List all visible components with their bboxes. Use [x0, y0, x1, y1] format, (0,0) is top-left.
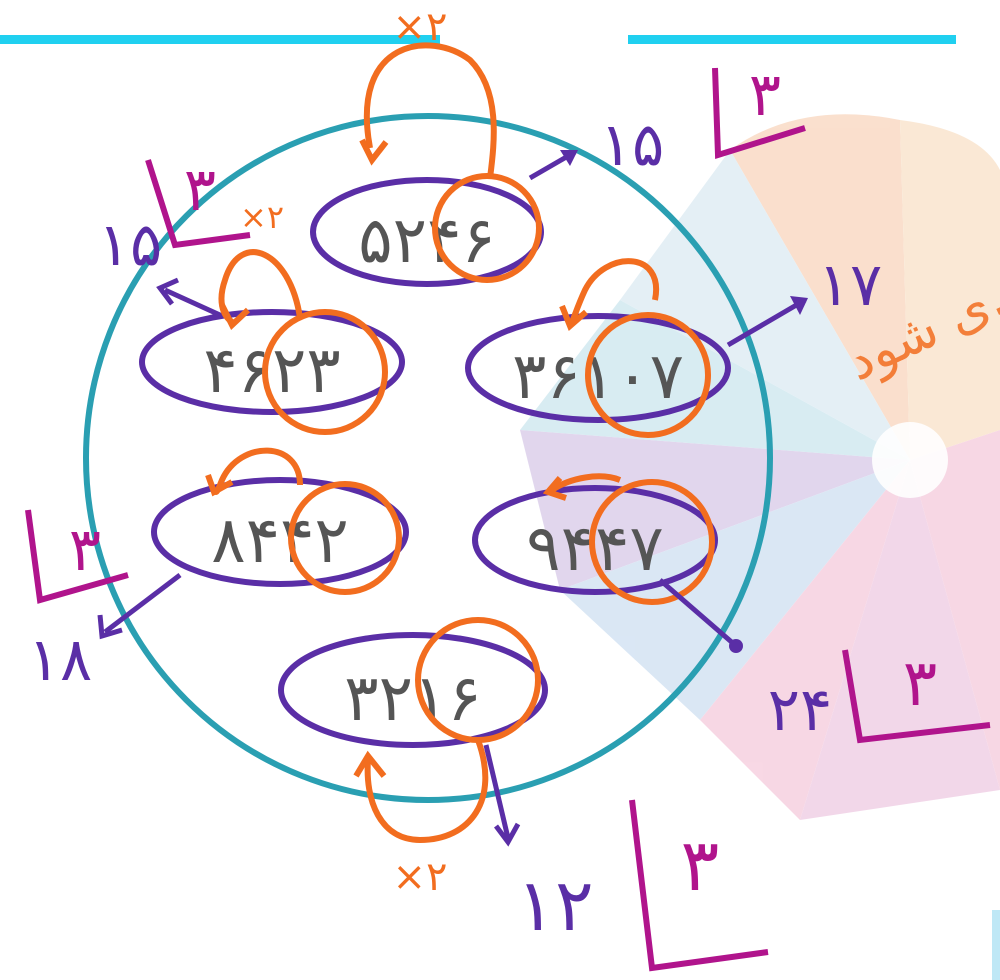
divisor-left-lower: ۳: [69, 515, 101, 585]
number-group-top: ۵۲۴۶ ×۲ ۱۵ ۳: [310, 4, 806, 287]
number-group-left-lower: ۸۴۴۲ ۱۸ ۳: [25, 447, 409, 695]
last-digits-circle-left-lower: [288, 481, 402, 595]
result-arrowhead-left-lower: [97, 614, 123, 640]
divisor-left-upper: ۳: [184, 155, 216, 225]
divisor-top: ۳: [749, 60, 781, 130]
number-group-right-lower: ۹۴۴۷ ۲۴ ۳: [472, 473, 991, 745]
number-ellipse-bottom: [278, 632, 548, 748]
last-digits-circle-right-upper: [585, 312, 711, 438]
loop-arrowhead-left-upper: [219, 303, 251, 330]
result-arrowhead-left-upper: [156, 277, 180, 306]
division-bracket-left-upper: [145, 159, 251, 249]
last-digits-circle-left-upper: [262, 309, 388, 435]
last-digits-circle-right-lower: [589, 479, 715, 605]
result-right-upper: ۱۷: [818, 250, 882, 320]
top-bar-right: [628, 35, 956, 44]
number-ellipse-left-lower: [151, 477, 409, 587]
result-arrowhead-right-lower: [729, 639, 743, 653]
number-group-bottom: ۳۲۱۶ ×۲ ۱۲ ۳: [278, 617, 769, 972]
division-bracket-left-lower: [25, 509, 129, 604]
loop-arrowhead-left-lower: [205, 474, 234, 497]
number-left-lower: ۸۴۴۲: [211, 504, 349, 578]
result-arrow-left-lower: [103, 573, 182, 634]
loop-arrow-right-lower: [550, 473, 622, 493]
last-digits-circle-top: [432, 173, 542, 283]
number-ellipse-right-upper: [465, 313, 731, 423]
multiplier-left-upper: ×۲: [240, 198, 284, 236]
division-bracket-right-lower: [842, 649, 991, 744]
result-arrow-left-upper: [163, 287, 222, 318]
multiplier-bottom: ×۲: [393, 854, 448, 900]
corner-block: [992, 910, 1000, 980]
divisor-right-lower: ۳: [903, 647, 937, 721]
result-arrow-right-upper: [726, 297, 807, 348]
main-circle: [83, 113, 773, 803]
background-logo: [520, 114, 1000, 820]
result-arrowhead-bottom: [494, 822, 521, 847]
loop-arrowhead-bottom: [353, 750, 387, 778]
result-bottom: ۱۲: [516, 863, 593, 947]
number-right-upper: ۳۶۱۰۷: [512, 340, 684, 414]
result-top: ۱۵: [600, 110, 664, 180]
divisor-bottom: ۳: [681, 823, 720, 907]
loop-arrow-right-upper: [569, 258, 660, 324]
result-arrow-bottom: [483, 744, 511, 839]
number-group-left-upper: ۴۶۲۳ ×۲ ۱۵ ۳: [98, 155, 405, 435]
loop-arrow-top: [363, 42, 497, 179]
loop-arrowhead-right-lower: [542, 476, 567, 501]
loop-arrow-bottom: [364, 738, 489, 844]
result-arrowhead-right-upper: [790, 296, 808, 315]
top-bar-left: [0, 35, 440, 44]
number-bottom: ۳۲۱۶: [344, 662, 482, 736]
result-right-lower: ۲۴: [768, 675, 832, 745]
number-top: ۵۲۴۶: [358, 204, 496, 278]
division-bracket-bottom: [629, 799, 769, 972]
number-ellipse-left-upper: [139, 309, 405, 415]
number-ellipse-right-lower: [472, 485, 718, 595]
division-bracket-top: [712, 67, 806, 160]
result-left-upper: ۱۵: [98, 210, 162, 280]
loop-arrowhead-right-upper: [559, 304, 588, 332]
loop-arrowhead-top: [359, 138, 389, 166]
result-arrowhead-top: [560, 150, 578, 166]
result-left-lower: ۱۸: [28, 625, 92, 695]
result-arrow-right-lower: [658, 578, 737, 647]
multiplier-top: ×۲: [393, 4, 448, 50]
